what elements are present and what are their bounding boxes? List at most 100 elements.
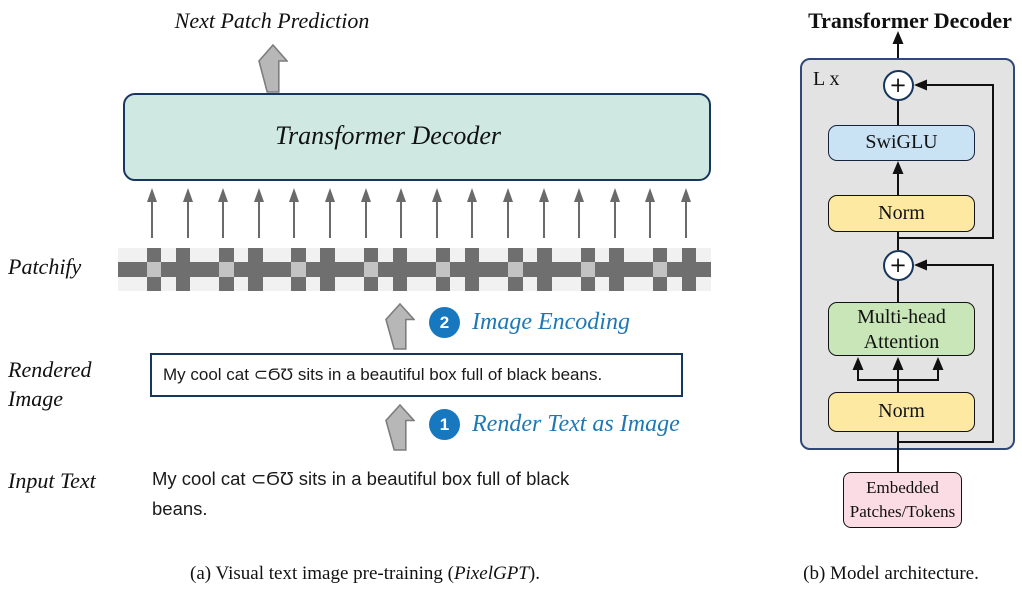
patch-cell: [407, 248, 422, 263]
patch-cell: [435, 262, 451, 277]
patch-cell: [320, 248, 335, 263]
patch-cell: [305, 262, 321, 277]
patch-cell: [594, 248, 610, 263]
patch-cell: [493, 276, 509, 292]
patch-cell: [262, 248, 277, 263]
patch-cell: [349, 276, 364, 292]
patch-cell: [248, 262, 263, 277]
patch-cell: [623, 276, 639, 292]
patch-cell: [551, 262, 567, 277]
next-patch-prediction-label: Next Patch Prediction: [174, 8, 370, 33]
transformer-decoder-box: [123, 93, 711, 181]
up-arrow-icon: [396, 188, 407, 238]
patch-cell: [305, 276, 321, 292]
norm-top-block: Norm: [828, 195, 975, 232]
rendered-image-label: Rendered Image: [8, 355, 91, 413]
patch-cell: [204, 248, 220, 263]
patch-cell: [551, 276, 567, 292]
up-arrow-icon: [431, 188, 442, 238]
attention-label-line1: Multi-head: [857, 306, 946, 328]
patch-cell: [493, 248, 509, 263]
input-text-line2: beans.: [152, 498, 208, 519]
patch-cell: [161, 276, 176, 292]
patch-cell: [522, 276, 538, 292]
patch-cell: [334, 276, 350, 292]
embedded-label-line1: Embedded: [866, 478, 939, 497]
patch-cell: [623, 248, 639, 263]
image-encoding-arrow-icon: [385, 303, 415, 350]
up-arrow-icon: [289, 188, 300, 238]
patch-cell: [537, 248, 552, 263]
patch-cell: [161, 262, 176, 277]
patch-cell: [508, 262, 523, 277]
patch-cell: [204, 276, 220, 292]
patch-cell: [522, 262, 538, 277]
patch-cell: [219, 276, 234, 292]
patch-cell: [508, 248, 523, 263]
patch-cell: [479, 248, 494, 263]
patch-cell: [580, 276, 595, 292]
patch-cell: [681, 262, 697, 277]
patch-cell: [609, 248, 624, 263]
patch-cell: [132, 262, 147, 277]
patch-cell: [363, 276, 379, 292]
patch-cell: [392, 276, 408, 292]
patch-cell: [305, 248, 321, 263]
up-arrow-icon: [324, 188, 335, 238]
patch-cell: [407, 262, 422, 277]
patch-cell: [566, 276, 581, 292]
patch-cell: [146, 262, 162, 277]
patch-cell: [696, 276, 711, 292]
patch-cell: [652, 262, 668, 277]
caption-a: (a) Visual text image pre-training (Pixe…: [100, 563, 630, 585]
patch-cell: [262, 276, 277, 292]
patch-cell: [407, 276, 422, 292]
up-arrow-icon: [538, 188, 549, 238]
patch-cell: [508, 276, 523, 292]
patch-cell: [349, 262, 364, 277]
patch-cell: [204, 262, 220, 277]
step-1-badge: 1: [429, 409, 460, 440]
patch-cell: [623, 262, 639, 277]
patch-cell: [175, 276, 191, 292]
patch-cell: [580, 248, 595, 263]
embedded-label-line2: Patches/Tokens: [849, 502, 956, 521]
patch-cell: [450, 262, 465, 277]
swiglu-block: SwiGLU: [828, 125, 975, 161]
patch-cell: [421, 276, 436, 292]
patch-cell: [594, 262, 610, 277]
patch-cell: [219, 248, 234, 263]
image-encoding-label: Image Encoding: [472, 309, 630, 335]
patch-cell: [334, 262, 350, 277]
patch-cell: [132, 248, 147, 263]
render-text-as-image-label: Render Text as Image: [472, 411, 680, 437]
patch-cell: [291, 262, 306, 277]
loop-count-label: L x: [813, 68, 840, 90]
patch-cell: [190, 248, 205, 263]
patch-cell: [118, 276, 133, 292]
attention-label-line2: Attention: [863, 331, 940, 353]
model-architecture-panel: Transformer Decoder: [760, 0, 1022, 594]
rendered-image-label-line2: Image: [8, 386, 63, 411]
patch-cell: [609, 262, 624, 277]
patch-cell: [320, 276, 335, 292]
patch-cell: [118, 248, 133, 263]
patch-cell: [175, 262, 191, 277]
input-text-line1: My cool cat ⊂ϬƱ sits in a beautiful box …: [152, 468, 570, 489]
caption-a-suffix: ).: [528, 563, 540, 584]
patch-cell: [276, 262, 292, 277]
patch-cell: [363, 248, 379, 263]
plus-icon: +: [889, 253, 907, 277]
embedded-patches-block: Embedded Patches/Tokens: [843, 472, 962, 528]
patch-cell: [464, 262, 480, 277]
up-arrow-icon: [147, 188, 157, 238]
patch-cell: [652, 276, 668, 292]
transformer-decoder-label: Transformer Decoder: [274, 121, 502, 150]
patch-cell: [248, 276, 263, 292]
patch-cell: [638, 276, 653, 292]
patch-cell: [667, 248, 682, 263]
plus-icon: +: [889, 73, 907, 97]
patch-cell: [667, 276, 682, 292]
rendered-sentence: My cool cat ⊂ϬƱ sits in a beautiful box …: [163, 365, 603, 384]
patch-cell: [392, 262, 408, 277]
